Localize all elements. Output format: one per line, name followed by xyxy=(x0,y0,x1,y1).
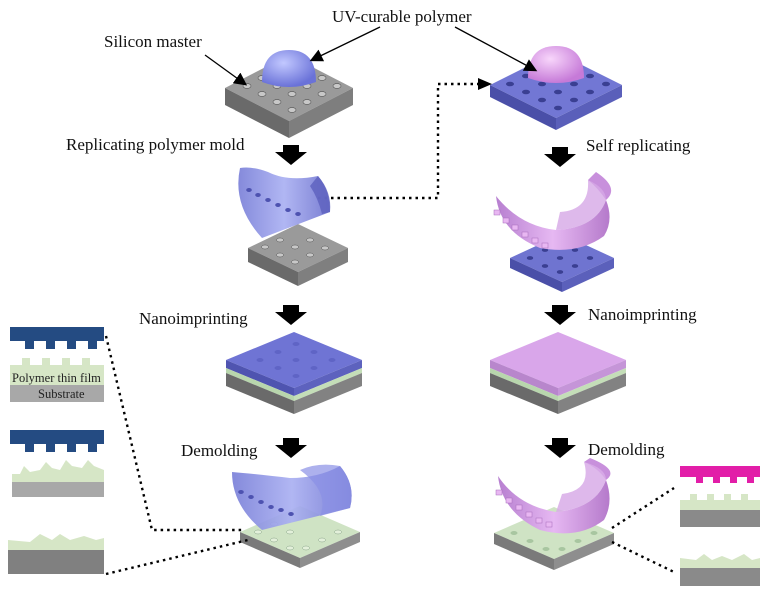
cross-section-right-1 xyxy=(680,466,760,527)
cross-section-right-2 xyxy=(680,554,760,586)
silicon-master-pointer xyxy=(204,54,248,86)
dotted-connector-right-upper xyxy=(611,486,675,530)
cross-section-left-2 xyxy=(10,430,104,497)
pink-mold-inner xyxy=(556,180,606,230)
dotted-connector-right-lower xyxy=(611,540,675,574)
demold-right-label: Demolding xyxy=(588,440,665,459)
nanoimprint-right-stack xyxy=(490,332,626,414)
demold-left-curl-inner xyxy=(300,464,352,516)
dotted-connector-left-lower xyxy=(105,538,249,576)
dotted-connector-left-upper xyxy=(104,335,242,532)
mold-edge xyxy=(310,176,331,214)
nanoimprint-right-label: Nanoimprinting xyxy=(588,305,697,324)
demold-left-label: Demolding xyxy=(181,441,258,460)
gray-block-row2 xyxy=(248,224,348,286)
cross-section-left-3 xyxy=(8,534,104,574)
dotted-connector-icon xyxy=(318,82,478,200)
nanoimprint-left-stack xyxy=(226,332,362,414)
curling-blue-mold xyxy=(238,167,330,238)
demold-right-pillars xyxy=(495,489,553,528)
replicating-mold-label: Replicating polymer mold xyxy=(66,135,245,154)
cross-section-left-1 xyxy=(10,327,104,402)
demold-left-holes xyxy=(238,490,294,516)
process-arrow-icon xyxy=(275,145,576,458)
pink-mold-edge xyxy=(588,172,612,200)
uv-polymer-droplet-pink xyxy=(528,46,584,83)
uv-polymer-pointer-right xyxy=(454,26,538,72)
demold-right-curl xyxy=(498,476,610,534)
mold-holes xyxy=(246,188,301,216)
connector-arrowhead-icon xyxy=(478,78,492,90)
nanoimprint-left-label: Nanoimprinting xyxy=(139,309,248,328)
demold-right-inner xyxy=(556,462,606,512)
uv-polymer-droplet-blue xyxy=(262,50,316,87)
pink-pillars xyxy=(493,209,549,249)
silicon-master-label: Silicon master xyxy=(104,32,202,51)
substrate-label: Substrate xyxy=(38,387,85,401)
self-replicating-label: Self replicating xyxy=(586,136,691,155)
uv-polymer-label: UV-curable polymer xyxy=(332,7,472,26)
polymer-film-label: Polymer thin film xyxy=(12,371,101,385)
uv-polymer-pointer-left xyxy=(309,26,381,62)
